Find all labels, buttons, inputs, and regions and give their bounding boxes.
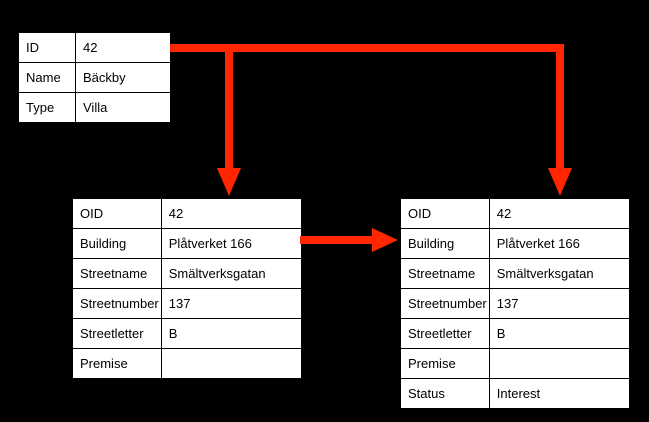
- field-label: Streetnumber: [400, 288, 490, 319]
- field-label: Building: [400, 228, 490, 259]
- field-value: [160, 348, 302, 379]
- connector-left-vertical-line: [225, 44, 233, 168]
- field-label: Building: [72, 228, 162, 259]
- field-value: 42: [160, 198, 302, 229]
- field-value: Villa: [75, 92, 171, 123]
- field-label: Streetnumber: [72, 288, 162, 319]
- connector-trunk-horizontal-line: [170, 44, 564, 52]
- table-row: Premise: [72, 348, 302, 379]
- arrowhead-down-right-icon: [548, 168, 572, 196]
- field-value: Smältverksgatan: [160, 258, 302, 289]
- field-label: Type: [18, 92, 76, 123]
- connector-middle-horizontal-line: [300, 236, 372, 244]
- field-label: Premise: [72, 348, 162, 379]
- field-label: Streetname: [72, 258, 162, 289]
- field-value: B: [488, 318, 630, 349]
- field-label: Streetletter: [72, 318, 162, 349]
- field-value: Interest: [488, 378, 630, 409]
- arrowhead-down-left-icon: [217, 168, 241, 196]
- field-label: Premise: [400, 348, 490, 379]
- connector-right-vertical-line: [556, 44, 564, 168]
- field-value: 137: [160, 288, 302, 319]
- field-value: B: [160, 318, 302, 349]
- field-label: Streetname: [400, 258, 490, 289]
- field-value: Smältverksgatan: [488, 258, 630, 289]
- field-label: Name: [18, 62, 76, 93]
- field-value: 42: [75, 32, 171, 63]
- field-value: [488, 348, 630, 379]
- field-label: Streetletter: [400, 318, 490, 349]
- field-label: ID: [18, 32, 76, 63]
- table-row: Premise: [400, 348, 630, 379]
- field-value: 137: [488, 288, 630, 319]
- field-value: Bäckby: [75, 62, 171, 93]
- field-value: Plåtverket 166: [160, 228, 302, 259]
- arrowhead-right-icon: [372, 228, 398, 252]
- field-value: 42: [488, 198, 630, 229]
- field-label: OID: [400, 198, 490, 229]
- field-label: Status: [400, 378, 490, 409]
- field-label: OID: [72, 198, 162, 229]
- field-value: Plåtverket 166: [488, 228, 630, 259]
